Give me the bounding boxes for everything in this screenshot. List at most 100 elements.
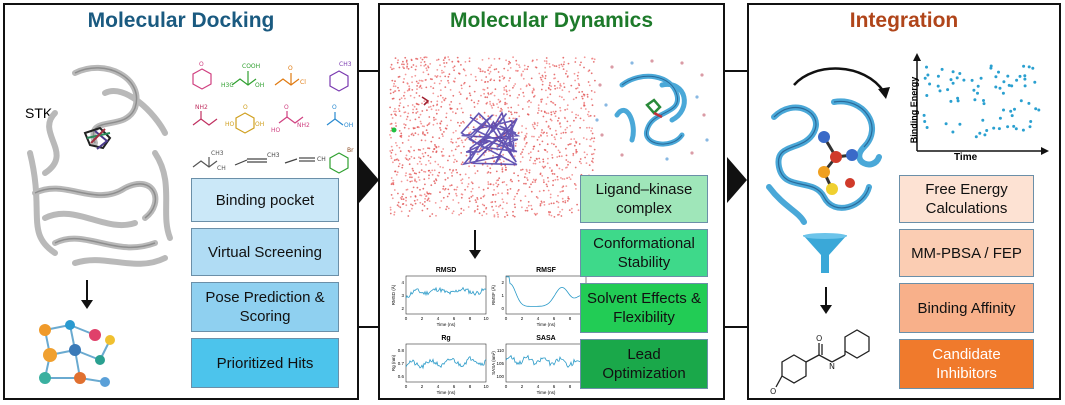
panel-integration: Integration Binding Energy Time [747,3,1061,400]
mini-plot-xlabel: Time (ns) [437,322,456,327]
panel-title: Integration [849,9,959,32]
mol-label-n: N [829,362,835,371]
scatter-point [982,102,986,106]
scatter-point [951,130,955,134]
scatter-point [1018,74,1022,78]
connector-bottom-2 [725,326,747,328]
mini-plot-ytick: 4 [401,280,404,285]
kinase-structure-image [27,65,173,267]
solvated-system-image [389,56,596,218]
mini-plot-ytick: 0.8 [398,348,405,353]
mol-label-o: O [816,334,822,343]
mini-plot-xtick: 2 [421,316,424,321]
mini-plot-ytick: 2 [401,306,404,311]
scatter-point [982,99,985,102]
mini-plot-xtick: 4 [437,384,440,389]
scatter-point [1033,80,1037,84]
mini-plot-frame [405,343,487,383]
mini-plot-ytick: 3 [401,293,404,298]
down-arrow-icon [820,287,832,314]
scatter-point [962,78,966,82]
filter-funnel-icon [803,233,847,273]
scatter-point [951,81,955,85]
scatter-point [925,126,929,129]
scatter-point [1013,107,1016,111]
mini-plot-line [405,286,487,299]
scatter-point [936,74,940,78]
scatter-point [1031,66,1035,70]
mini-plot-xtick: 10 [483,316,489,321]
mini-plot-line [506,276,587,307]
mini-plot-ytick: 0.7 [398,361,405,366]
scatter-point [1021,128,1025,132]
down-arrow-icon [81,280,93,309]
mini-plot-xtick: 8 [469,384,472,389]
mini-plot-xtick: 8 [469,316,472,321]
protein-ligand-binding-image [766,67,890,225]
chem-label-k1: CH [317,156,326,163]
down-arrow-icon [469,230,481,259]
chem-label-e1: NH2 [195,104,208,111]
chem-label-f3: OH [255,121,264,128]
scatter-point [981,118,985,122]
mini-plot-xlabel: Time (ns) [437,390,456,395]
mini-plot-ytick: 1 [501,293,504,298]
scatter-point [985,129,989,132]
scatter-point [958,122,962,126]
scatter-point [1028,125,1032,129]
step-conformational-stability: Conformational Stability [580,229,708,277]
scatter-point [958,72,962,75]
scatter-point [1012,124,1016,128]
ligand-kinase-complex-image [595,59,709,161]
mini-plot-xtick: 0 [405,316,408,321]
scatter-point [922,113,926,117]
scatter-point [923,76,927,80]
scatter-point [1029,120,1033,123]
mini-plot-xtick: 6 [453,384,456,389]
chem-label-d1: CH3 [339,61,352,68]
mini-plot-line [405,355,487,370]
ligand-library-structures: O COOH H3C OH O Cl CH3 NH2 O HO OH O HO … [192,61,354,174]
chem-label-g2: HO [271,127,281,134]
chem-label-j1: CH3 [267,152,280,159]
scatter-point [951,70,955,74]
mini-plot-xtick: 4 [537,384,540,389]
chem-label-b2: H3C [221,82,234,89]
step-virtual-screening: Virtual Screening [191,228,339,276]
scatter-point [956,96,960,100]
step-solvent-effects: Solvent Effects & Flexibility [580,283,708,333]
mini-plot-xlabel: Time (ns) [537,322,556,327]
hit-network-graph [39,320,115,387]
scatter-point [928,82,932,86]
mini-plot-ytick: 110 [497,348,505,353]
chem-label-l1: Br [347,147,354,154]
mini-plot-title: Rg [441,335,450,342]
mini-plot-xtick: 0 [505,316,508,321]
scatter-point [1001,91,1005,95]
step-free-energy: Free Energy Calculations [899,175,1034,223]
mini-plot-xtick: 8 [569,384,572,389]
mini-plot-ytick: 0.6 [398,374,405,379]
scatter-point [994,85,998,89]
mini-plot-xtick: 8 [569,316,572,321]
mini-plot-frame [505,275,587,315]
scatter-point [979,76,983,80]
mini-plot-ytick: 0 [501,306,504,311]
mini-plot-xtick: 6 [453,316,456,321]
scatter-point [940,67,944,71]
scatter-point [970,78,974,82]
scatter-point [974,135,978,139]
scatter-point [1019,99,1023,103]
mini-plot-title: RMSF [536,267,557,274]
scatter-point [925,65,928,69]
scatter-point [1022,64,1026,68]
scatter-point [1007,83,1011,87]
scatter-xlabel: Time [954,152,978,163]
mol-label-ome: O [770,387,776,396]
mini-plot-sasa: SASA1101051000246810Time (ns)SASA (nm²) [491,335,589,395]
chem-label-a1: O [199,61,204,68]
chem-label-i1: CH3 [211,150,224,157]
